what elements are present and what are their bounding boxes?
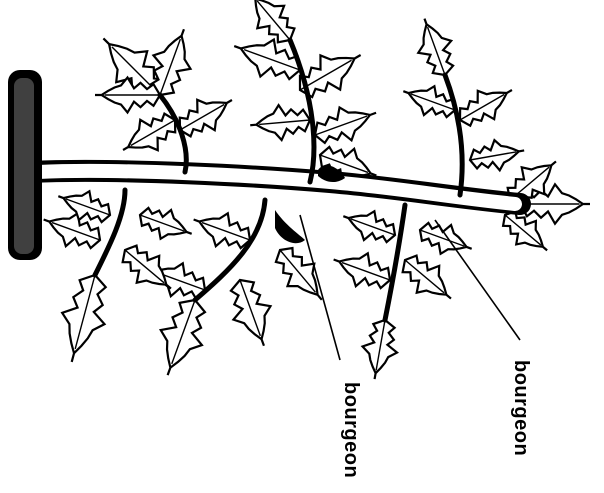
pointer-line-right bbox=[435, 220, 520, 340]
bud-label-right: bourgeon bbox=[510, 360, 532, 456]
branch-lower-right bbox=[385, 205, 405, 320]
bud-label-left-wrap: bourgeon bbox=[339, 382, 362, 478]
bud-label-left: bourgeon bbox=[340, 382, 362, 478]
stump bbox=[8, 70, 42, 260]
bud-label-right-wrap: bourgeon bbox=[509, 360, 532, 456]
branch-lower-mid bbox=[195, 200, 265, 300]
branch-upper-right bbox=[445, 75, 462, 195]
stems bbox=[30, 40, 520, 320]
